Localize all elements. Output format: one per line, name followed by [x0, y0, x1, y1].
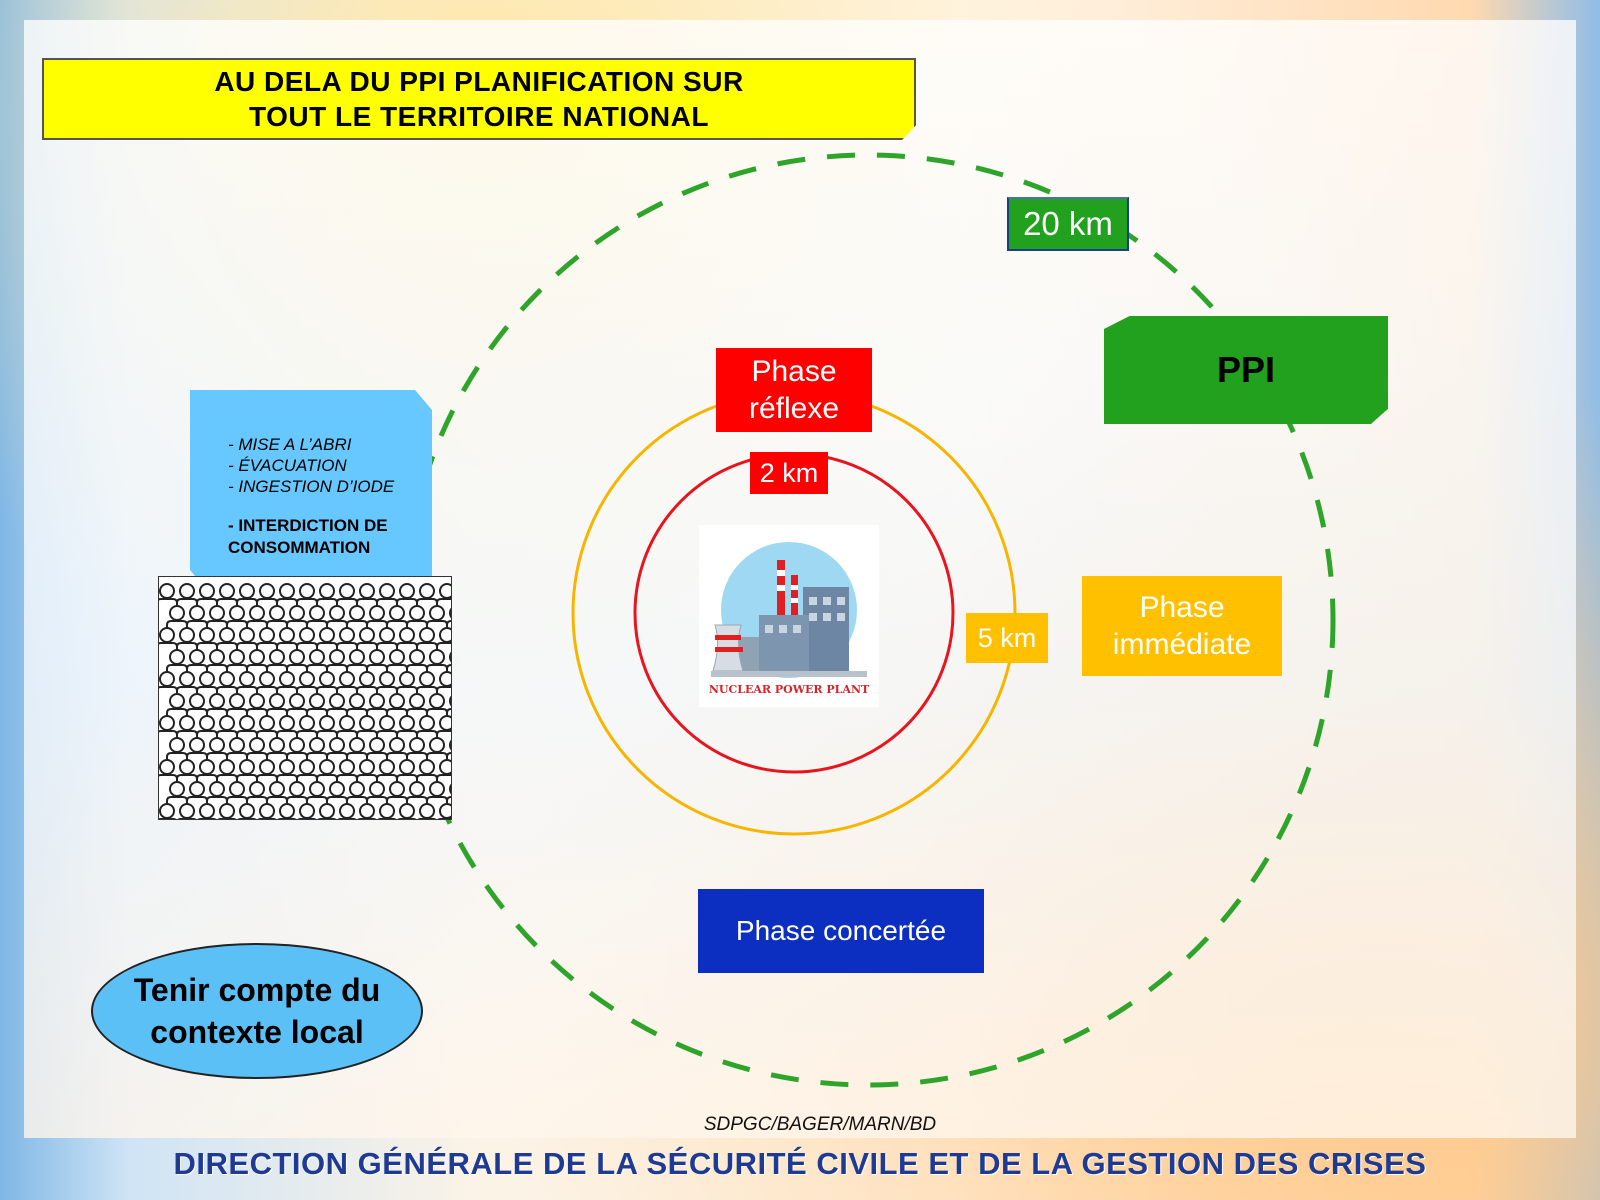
footer-organization: DIRECTION GÉNÉRALE DE LA SÉCURITÉ CIVILE… — [173, 1146, 1427, 1181]
phase-immediate-label: Phase immédiate — [1082, 576, 1282, 676]
nuclear-plant-illustration: NUCLEAR POWER PLANT — [699, 525, 879, 707]
measure-item: - ÉVACUATION — [228, 456, 347, 475]
ppi-label: PPI — [1104, 316, 1388, 424]
plant-caption: NUCLEAR POWER PLANT — [709, 683, 870, 696]
title-banner: AU DELA DU PPI PLANIFICATION SUR TOUT LE… — [42, 58, 916, 140]
local-context-text: Tenir compte du contexte local — [133, 972, 381, 1050]
phase-concertee-label: Phase concertée — [698, 889, 984, 973]
measure-item: - INGESTION D’IODE — [228, 477, 395, 496]
measures-list: - MISE A L’ABRI - ÉVACUATION - INGESTION… — [190, 390, 408, 497]
radius-20km-label: 20 km — [1007, 197, 1129, 251]
crowd-illustration — [158, 576, 452, 820]
measure-emphasis: - INTERDICTION DE CONSOMMATION — [228, 516, 388, 557]
nuclear-plant-icon: NUCLEAR POWER PLANT — [709, 542, 870, 696]
protective-measures-box: - MISE A L’ABRI - ÉVACUATION - INGESTION… — [190, 390, 432, 590]
measure-item: - MISE A L’ABRI — [228, 435, 352, 454]
phase-reflexe-label: Phase réflexe — [716, 348, 872, 432]
radius-2km-label: 2 km — [750, 452, 828, 494]
local-context-ellipse: Tenir compte du contexte local — [91, 943, 423, 1079]
slide-title: AU DELA DU PPI PLANIFICATION SUR TOUT LE… — [214, 66, 744, 132]
radius-5km-label: 5 km — [966, 613, 1048, 663]
credit-line: SDPGC/BAGER/MARN/BD — [703, 1114, 937, 1135]
crowd-icon — [159, 583, 451, 819]
